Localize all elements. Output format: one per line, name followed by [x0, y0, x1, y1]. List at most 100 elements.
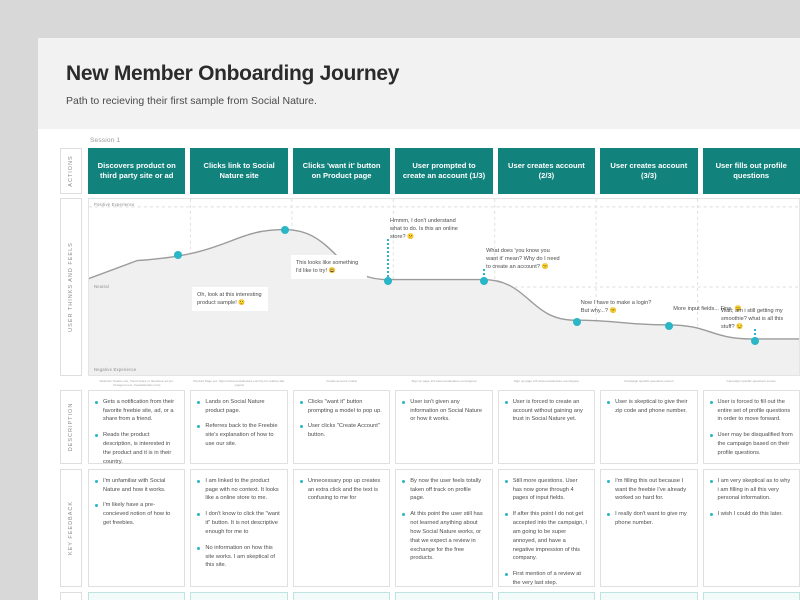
emotion-callout: Oh, look at this interesting product sam…: [192, 287, 268, 312]
action-card[interactable]: User creates account (2/3): [497, 148, 596, 195]
bullet-list: Lands on Social Nature product page. Refe…: [197, 398, 280, 449]
key_feedback-card[interactable]: I am linked to the product page with no …: [190, 468, 288, 587]
emotion-point-dot[interactable]: [665, 322, 674, 331]
bullet-item: User is forced to create an account with…: [504, 398, 588, 424]
annotation-caption: Sign up page 2/3 www.socialnature.com/si…: [513, 379, 579, 384]
emotion-point-dot[interactable]: [480, 276, 489, 285]
description-card[interactable]: User isn't given any information on Soci…: [395, 389, 493, 464]
row-label-description: DESCRIPTION: [60, 389, 82, 464]
key_feedback-card[interactable]: Unnecessary pop up creates an extra clic…: [292, 468, 391, 587]
bullet-item: I am linked to the product page with no …: [197, 477, 280, 503]
key_feedback-cell: I'm filling this out because I want the …: [600, 468, 698, 587]
page-title: New Member Onboarding Journey: [66, 62, 400, 85]
emotion-point-dot[interactable]: [750, 336, 759, 345]
emotion-point-dot[interactable]: [174, 251, 182, 260]
description-card[interactable]: Clicks "want it" button prompting a mode…: [292, 389, 391, 464]
description-card[interactable]: User is forced to fill out the entire se…: [702, 389, 800, 464]
journey-map-board: New Member Onboarding Journey Path to re…: [38, 38, 800, 600]
bullet-item: I'm filling this out because I want the …: [607, 477, 690, 503]
action-card[interactable]: Clicks link to Social Nature site: [190, 148, 288, 195]
key_feedback-card[interactable]: I am very skeptical as to why i am filli…: [702, 468, 800, 587]
callout-connector: [483, 269, 486, 281]
solutions-card[interactable]: N/A: [88, 591, 186, 600]
row-label-thinks-feels: USER THINKS AND FEELS: [60, 198, 82, 377]
action-card[interactable]: Discovers product on third party site or…: [88, 148, 186, 195]
solutions-card[interactable]: Make it more clear that this: [190, 591, 288, 600]
description-cell: User is forced to fill out the entire se…: [702, 389, 800, 464]
bullet-item: User clicks "Create Account" button.: [299, 422, 383, 440]
annotation-caption: Create account modal: [326, 379, 357, 384]
bullet-item: User may be disqualified from the campai…: [709, 431, 793, 457]
bullet-item: I am very skeptical as to why i am filli…: [709, 477, 793, 503]
description-card[interactable]: User is skeptical to give their zip code…: [600, 389, 698, 464]
annotation-row-spacer: [60, 379, 82, 388]
action-cell: User fills out profile questions: [702, 148, 800, 195]
emotion-callout: This looks like something I'd like to tr…: [290, 255, 367, 280]
annotation-row: Referral / freebie site, friend share or…: [38, 376, 800, 390]
callout-connector: [387, 239, 390, 281]
solutions-card[interactable]: Create an onboarding: [600, 591, 698, 600]
key_feedback-card[interactable]: I'm filling this out because I want the …: [600, 468, 698, 587]
solutions-row: S N/A Make it more clear that this Make th…: [38, 591, 800, 600]
key-feedback-cells: I'm unfamiliar with Social Nature and ho…: [88, 468, 800, 588]
bullet-list: User isn't given any information on Soci…: [402, 398, 485, 424]
key_feedback-cell: I'm unfamiliar with Social Nature and ho…: [88, 468, 186, 587]
bullet-list: User is skeptical to give their zip code…: [607, 398, 690, 416]
axis-label-positive: Positive Experience: [94, 202, 135, 208]
axis-label-neutral: Neutral: [94, 284, 109, 290]
bullet-item: Lands on Social Nature product page.: [197, 398, 280, 416]
action-card[interactable]: User creates account (3/3): [600, 148, 698, 195]
action-card[interactable]: User prompted to create an account (1/3): [395, 148, 493, 195]
bullet-item: I'm likely have a pre-concieved notion o…: [95, 501, 178, 527]
solutions-cell: Only prompt the user to fill: [702, 591, 800, 600]
key_feedback-card[interactable]: By now the user feels totally taken off …: [395, 468, 493, 587]
solutions-card[interactable]: Only prompt the user to fill: [702, 591, 800, 600]
emotion-point-dot[interactable]: [384, 276, 393, 285]
bullet-item: Clicks "want it" button prompting a mode…: [299, 398, 383, 416]
emotion-curve-area: [89, 229, 799, 376]
key_feedback-card[interactable]: Still more questions. User has now gone …: [497, 468, 596, 588]
bullet-item: Reads the product description, is intere…: [95, 431, 178, 466]
annotation-caption: Product Page (ex: https://www.socialnatu…: [193, 379, 285, 388]
bullet-list: User is forced to create an account with…: [504, 398, 588, 424]
bullet-item: I wish I could do this later.: [709, 510, 793, 519]
bullet-item: Gets a notification from their favorite …: [95, 398, 178, 424]
row-label-description-text: DESCRIPTION: [68, 402, 74, 452]
description-cell: User is skeptical to give their zip code…: [600, 389, 698, 464]
solutions-cell: Make it more clear that this: [190, 591, 288, 600]
solutions-card[interactable]: Remove unnecessary click: [395, 591, 493, 600]
key_feedback-card[interactable]: I'm unfamiliar with Social Nature and ho…: [88, 468, 186, 587]
solutions-cell: Create an onboarding: [600, 591, 698, 600]
annotation-cells: Referral / freebie site, friend share or…: [88, 379, 800, 388]
bullet-item: I'm unfamiliar with Social Nature and ho…: [95, 477, 178, 495]
action-cell: User creates account (2/3): [497, 148, 596, 195]
emotion-point-dot[interactable]: [280, 226, 289, 235]
emotion-curve-chart: Positive Experience Neutral Negative Exp…: [88, 198, 800, 377]
annotation-caption: Sign up page 1/3 www.socialnature.com/si…: [411, 379, 477, 384]
session-label: Session 1: [90, 137, 121, 145]
description-cell: Lands on Social Nature product page. Refe…: [190, 389, 288, 464]
bullet-item: User isn't given any information on Soci…: [402, 398, 485, 424]
annotation-caption: Campaign specific questions screen: [726, 379, 776, 384]
description-cell: Clicks "want it" button prompting a mode…: [292, 389, 391, 464]
bullet-list: Gets a notification from their favorite …: [95, 398, 178, 467]
bullet-item: Referres back to the Freebie site's expl…: [197, 422, 280, 448]
description-card[interactable]: Gets a notification from their favorite …: [88, 389, 186, 467]
description-card[interactable]: Lands on Social Nature product page. Refe…: [190, 389, 288, 464]
row-label-solutions: S: [60, 591, 82, 600]
emotion-callout: More input fields... Fine. 😐: [673, 306, 742, 313]
solutions-card[interactable]: Make the "want it" button: [292, 591, 391, 600]
page-header: New Member Onboarding Journey Path to re…: [38, 38, 800, 130]
action-card[interactable]: Clicks 'want it' button on Product page: [292, 148, 391, 195]
bullet-item: First mention of a review at the very la…: [504, 570, 588, 588]
emotion-point-dot[interactable]: [572, 317, 581, 326]
action-card[interactable]: User fills out profile questions: [702, 148, 800, 195]
row-label-key-feedback-text: KEY FEEDBACK: [68, 500, 74, 555]
description-card[interactable]: User is forced to create an account with…: [497, 389, 596, 464]
description-cell: User is forced to create an account with…: [497, 389, 596, 464]
bullet-list: Unnecessary pop up creates an extra clic…: [299, 477, 383, 503]
solutions-cell: Remove unnecessary click: [395, 591, 493, 600]
action-cell: Discovers product on third party site or…: [88, 148, 186, 195]
description-cells: Gets a notification from their favorite …: [88, 389, 800, 467]
solutions-card[interactable]: Bring the account creation: [497, 591, 596, 600]
